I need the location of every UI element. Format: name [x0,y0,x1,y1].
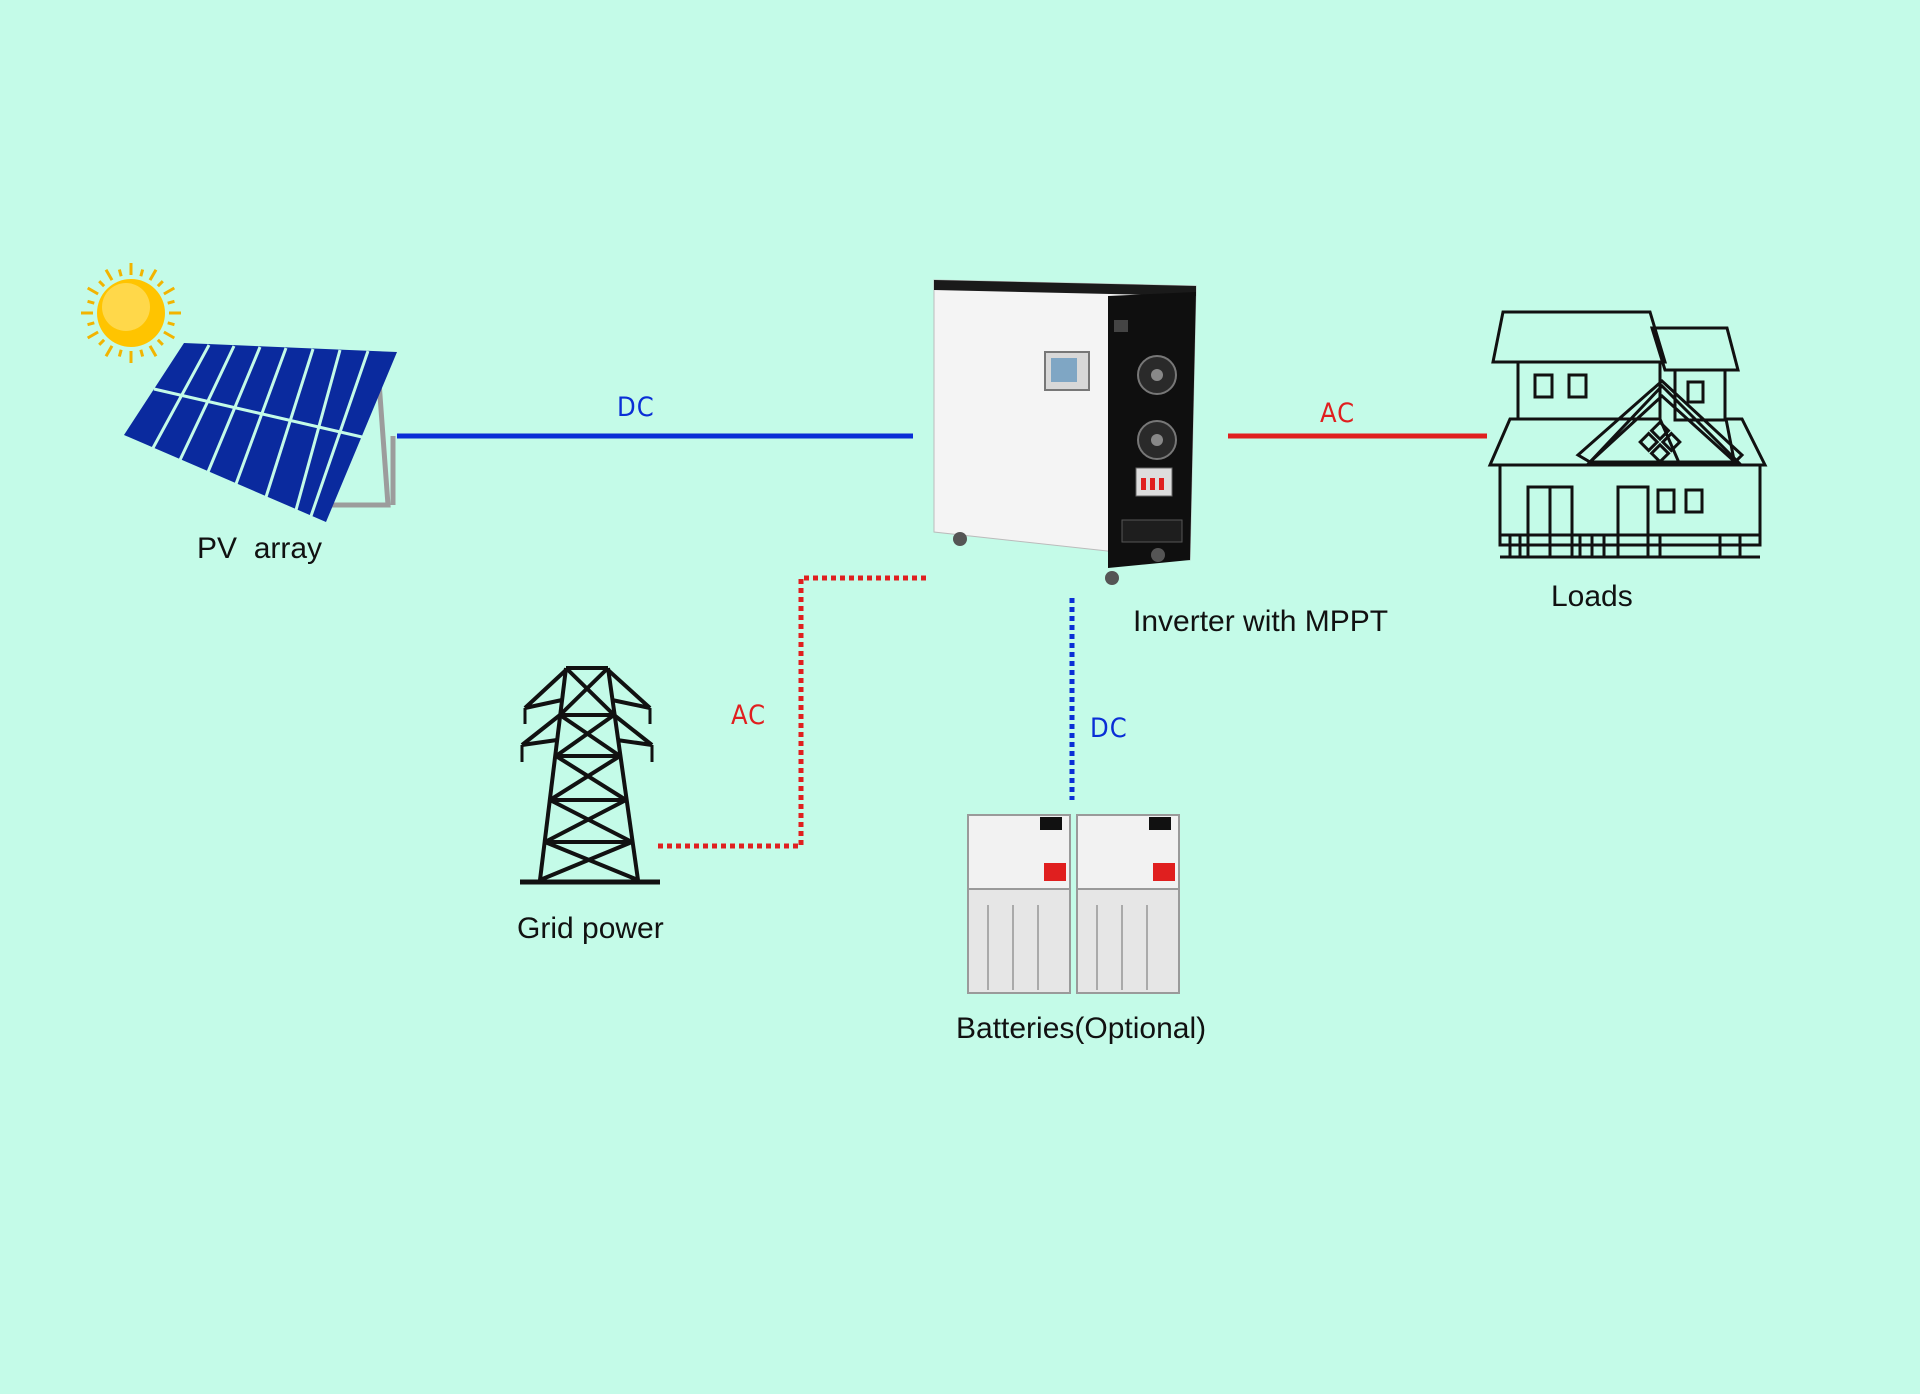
sun-ray [104,268,114,281]
sun-ray [156,280,164,288]
battery-dc-tag: DC [1090,713,1128,744]
sun-ray [104,345,114,358]
sun-icon [81,263,181,363]
sun-ray [148,345,158,358]
ac-line-grid-inverter [658,575,926,849]
sun-ray [87,321,95,327]
sun-ray [98,338,106,346]
house-icon [1487,310,1768,559]
battery-icon [967,814,1180,994]
sun-ray [86,330,99,340]
sun-ray [86,286,99,296]
sun-ray [148,268,158,281]
pv-dc-tag: DC [617,392,655,423]
inverter-label: Inverter with MPPT [1133,605,1389,638]
sun-ray [117,349,123,357]
sun-ray [163,286,176,296]
sun-ray [98,280,106,288]
sun-ray [117,269,123,277]
sun-ray [167,299,175,305]
transmission-tower-icon [520,666,660,885]
sun-ray [139,269,145,277]
loads-ac-tag: AC [1320,398,1356,429]
loads-label: Loads [1551,580,1633,613]
batteries-label: Batteries(Optional) [956,1012,1207,1045]
sun-ray [87,299,95,305]
sun-ray [139,349,145,357]
grid-ac-tag: AC [731,700,767,731]
grid-power-label: Grid power [517,912,664,945]
inverter-cabinet-icon [933,279,1197,585]
sun-ray [163,330,176,340]
solar-panel-icon [124,343,397,522]
sun-ray [167,321,175,327]
pv-array-label: PV array [197,532,323,565]
sun-ray [156,338,164,346]
